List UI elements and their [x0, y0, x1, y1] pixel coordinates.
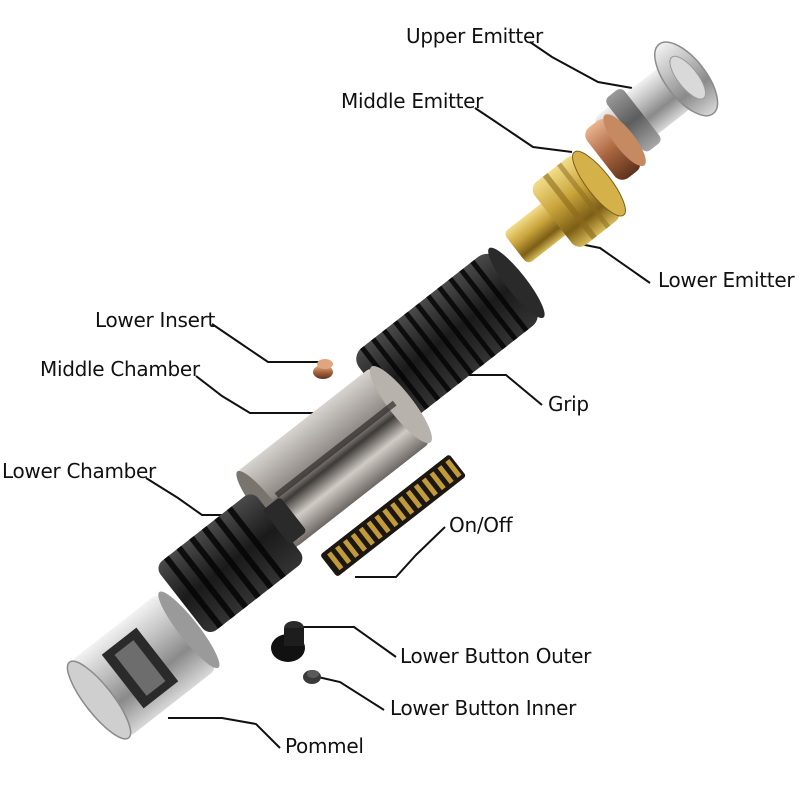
label-lower-button-outer: Lower Button Outer — [400, 644, 592, 668]
leader-middle-chamber — [195, 375, 320, 414]
leader-pommel — [168, 717, 281, 749]
lower-insert-part — [313, 359, 333, 379]
leader-middle-emitter — [474, 107, 573, 153]
label-lower-emitter: Lower Emitter — [658, 268, 795, 292]
middle-emitter-part — [585, 114, 646, 180]
grip-part — [356, 247, 545, 421]
leader-upper-emitter — [529, 41, 633, 89]
lower-chamber-part — [158, 494, 306, 633]
leader-lower-insert — [211, 323, 320, 363]
leader-lower-button-inner — [317, 676, 385, 711]
label-middle-chamber: Middle Chamber — [40, 357, 200, 381]
label-lower-insert: Lower Insert — [95, 308, 216, 332]
leader-on-off — [355, 526, 446, 578]
label-lower-button-inner: Lower Button Inner — [390, 696, 576, 720]
lower-emitter-part — [505, 150, 626, 263]
label-pommel: Pommel — [285, 734, 364, 758]
label-upper-emitter: Upper Emitter — [406, 24, 543, 48]
lower-button-inner-part — [303, 670, 321, 684]
lower-button-outer-part — [271, 621, 305, 662]
leader-lower-button-outer — [302, 626, 397, 658]
leader-lower-emitter — [579, 243, 651, 284]
label-lower-chamber: Lower Chamber — [2, 459, 156, 483]
label-on-off: On/Off — [449, 513, 513, 537]
label-middle-emitter: Middle Emitter — [341, 89, 484, 113]
leader-grip — [458, 374, 543, 406]
label-grip: Grip — [548, 392, 589, 416]
on-off-part — [321, 455, 466, 576]
leader-lower-chamber — [145, 477, 242, 516]
leader-lines — [145, 41, 651, 749]
pommel-part — [66, 591, 220, 740]
